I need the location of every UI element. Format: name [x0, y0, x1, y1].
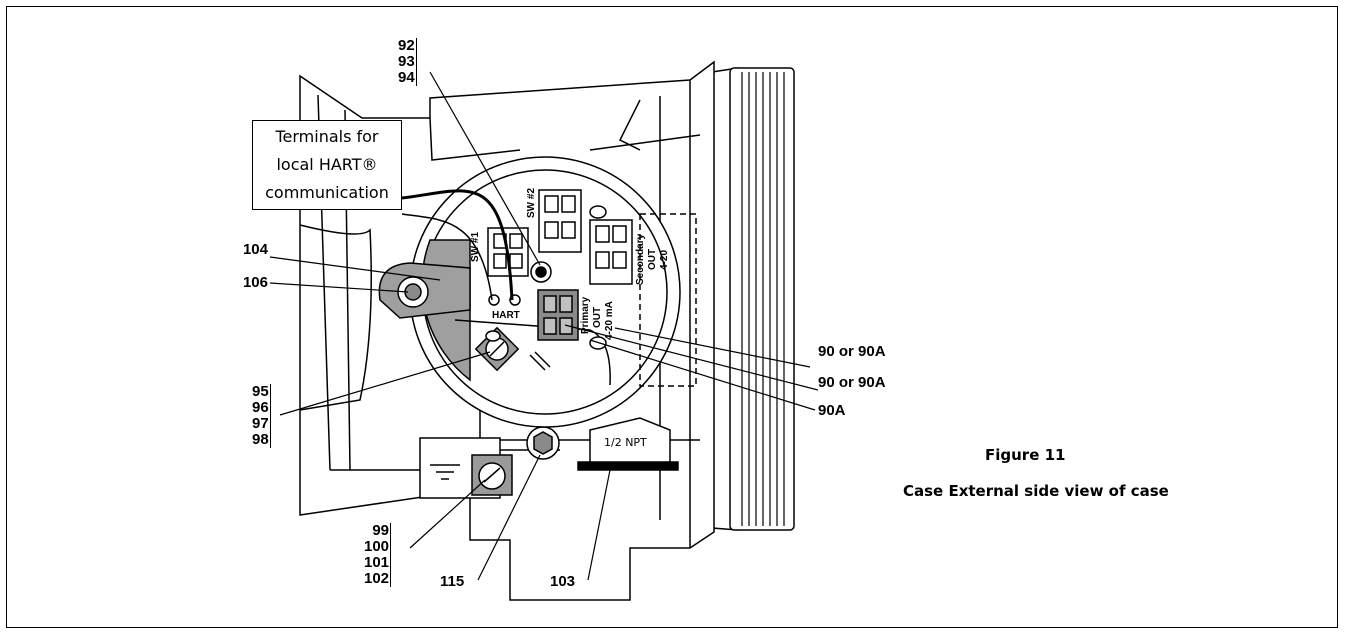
- label-90a: 90A: [818, 402, 846, 419]
- range-primary-label: 4-20 mA: [604, 301, 615, 340]
- label-95: 95: [252, 383, 269, 400]
- label-101: 101: [364, 554, 390, 571]
- hart-wires: [401, 189, 514, 301]
- label-115: 115: [440, 573, 465, 590]
- ground-boss: [419, 437, 513, 499]
- label-93: 93: [398, 53, 415, 70]
- figure-caption: Case External side view of case: [903, 482, 1169, 500]
- label-90-or-90a-2: 90 or 90A: [818, 374, 886, 391]
- callout-line-2: local HART®: [276, 155, 378, 174]
- out-primary-label: OUT: [592, 307, 603, 328]
- conduit-entry: 1/2 NPT: [577, 417, 679, 471]
- label-90-or-90a-1: 90 or 90A: [818, 343, 886, 360]
- hart-terminals-callout: Terminals for local HART® communication: [252, 120, 402, 210]
- threaded-cap: [711, 67, 795, 531]
- callout-line-3: communication: [265, 183, 389, 202]
- figure-frame: [6, 6, 1338, 628]
- label-98: 98: [252, 431, 269, 448]
- out-secondary-label: OUT: [647, 249, 658, 270]
- conduit-text: 1/2 NPT: [604, 436, 647, 449]
- label-96: 96: [252, 399, 269, 416]
- label-100: 100: [364, 538, 390, 555]
- secondary-label: Secondary: [635, 233, 646, 285]
- label-stack-top: 92 93 94: [398, 38, 417, 86]
- label-stack-left: 95 96 97 98: [252, 384, 271, 448]
- label-102: 102: [364, 570, 390, 587]
- sw2-label: SW #2: [526, 188, 537, 218]
- label-106: 106: [242, 274, 268, 291]
- range-secondary-label: 4-20: [659, 250, 670, 270]
- leader-lines: [269, 71, 819, 581]
- label-99: 99: [372, 522, 390, 539]
- figure-number: Figure 11: [985, 446, 1066, 464]
- primary-label: Primary: [580, 296, 591, 334]
- label-97: 97: [252, 415, 269, 432]
- terminal-blocks: [485, 189, 633, 350]
- plug-screw: [526, 426, 560, 460]
- label-92: 92: [398, 37, 415, 54]
- callout-line-1: Terminals for: [275, 127, 379, 146]
- label-103: 103: [550, 573, 576, 590]
- mount-boss: [378, 262, 471, 319]
- label-104: 104: [242, 241, 268, 258]
- label-94: 94: [398, 69, 415, 86]
- label-stack-bottom: 99 100 101 102: [364, 522, 392, 587]
- hart-label: HART: [492, 310, 520, 321]
